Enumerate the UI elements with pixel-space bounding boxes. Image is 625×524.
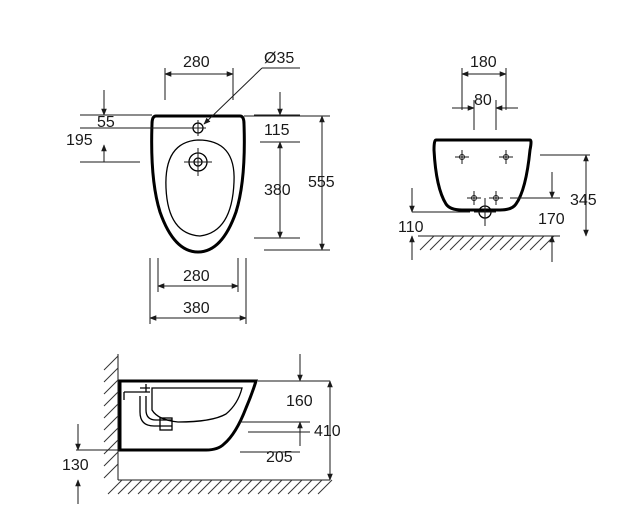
floor-hatch-side [107, 479, 333, 495]
front-view: 180 80 345 110 170 [398, 54, 597, 262]
side-view: 160 410 205 130 [62, 354, 341, 504]
fixing-holes [455, 150, 513, 205]
dim-130: 130 [62, 457, 89, 474]
dim-170: 170 [538, 211, 565, 228]
dim-55: 55 [97, 114, 115, 131]
tap-hole [190, 120, 206, 136]
bidet-front-outline [432, 138, 533, 212]
dim-bottom-380: 380 [183, 300, 210, 317]
bidet-side-bowl [151, 387, 243, 423]
dim-555: 555 [308, 174, 335, 191]
bidet-inner-bowl [165, 139, 235, 237]
dim-80: 80 [474, 92, 492, 109]
bidet-side-outline [118, 379, 259, 452]
dim-bottom-280: 280 [183, 268, 210, 285]
dim-380-depth: 380 [264, 182, 291, 199]
dim-diameter-35: Ø35 [264, 50, 294, 67]
dim-410: 410 [314, 423, 341, 440]
dim-180: 180 [470, 54, 497, 71]
dim-160: 160 [286, 393, 313, 410]
waste-pipe [139, 396, 172, 427]
top-view: 280 Ø35 55 195 115 380 555 280 380 [66, 50, 335, 324]
dim-195: 195 [66, 132, 93, 149]
dim-345: 345 [570, 192, 597, 209]
waste-fitting [159, 417, 173, 431]
wall-hatch [103, 355, 119, 479]
floor-hatch-front [419, 235, 555, 251]
dim-top-280: 280 [183, 54, 210, 71]
tap-pipe [123, 384, 150, 400]
dim-115: 115 [264, 122, 290, 139]
drain-hole [184, 148, 212, 176]
dim-205: 205 [266, 449, 293, 466]
dim-110: 110 [398, 219, 424, 236]
waste-outlet [474, 198, 496, 226]
